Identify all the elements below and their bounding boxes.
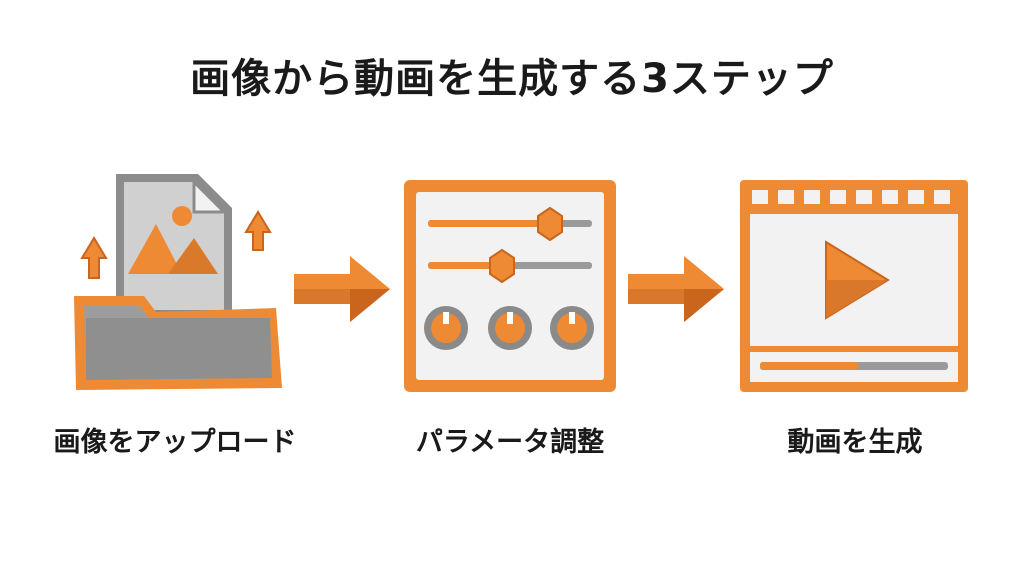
sliders-knobs-panel-icon	[404, 180, 616, 392]
folder-icon	[74, 296, 282, 390]
upload-image-folder-icon	[74, 174, 282, 390]
slider-2-icon	[428, 248, 592, 284]
knob-2-icon	[488, 306, 532, 350]
arrow-right-icon	[294, 256, 390, 322]
slider-1-icon	[428, 206, 592, 242]
image-document-icon	[116, 174, 232, 318]
step-3-label: 動画を生成	[787, 427, 923, 458]
video-film-play-icon	[740, 180, 968, 392]
upload-arrow-left-icon	[80, 236, 108, 279]
upload-arrow-right-icon	[244, 210, 272, 251]
knob-1-icon	[424, 306, 468, 350]
play-icon	[825, 240, 890, 320]
film-strip-holes-icon	[752, 190, 950, 204]
page-title: 画像から動画を生成する3ステップ	[190, 56, 834, 102]
step-2-label: パラメータ調整	[415, 427, 605, 458]
progress-bar	[760, 362, 948, 370]
arrow-right-icon	[628, 256, 724, 322]
step-1-label: 画像をアップロード	[53, 427, 297, 458]
knob-3-icon	[550, 306, 594, 350]
